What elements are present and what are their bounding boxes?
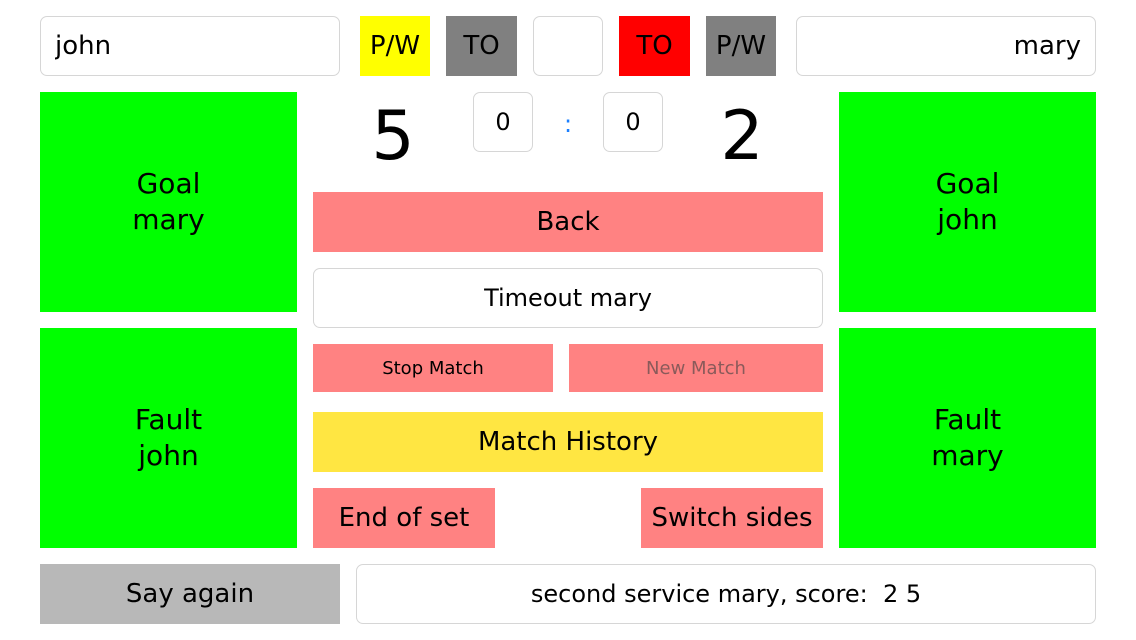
left-player-name-input[interactable] — [55, 31, 325, 61]
left-score: 5 — [353, 95, 433, 177]
right-timeout-label: TO — [636, 31, 673, 61]
timeout-button[interactable]: Timeout mary — [313, 268, 823, 328]
match-history-label: Match History — [477, 427, 659, 457]
fault-left-label: Fault john — [134, 403, 203, 472]
score-separator-text: : — [563, 110, 573, 138]
center-status-box[interactable] — [533, 16, 603, 76]
switch-sides-button[interactable]: Switch sides — [641, 488, 823, 548]
left-timeout-label: TO — [463, 31, 500, 61]
stop-match-button[interactable]: Stop Match — [313, 344, 553, 392]
switch-sides-label: Switch sides — [651, 503, 813, 533]
right-score: 2 — [702, 95, 782, 177]
stop-match-label: Stop Match — [382, 357, 484, 379]
fault-right-button[interactable]: Fault mary — [839, 328, 1096, 548]
back-label: Back — [536, 207, 600, 237]
left-pw-label: P/W — [369, 31, 421, 61]
fault-left-button[interactable]: Fault john — [40, 328, 297, 548]
announcement-field: second service mary, score: 2 5 — [356, 564, 1096, 624]
timeout-label: Timeout mary — [484, 284, 652, 312]
back-button[interactable]: Back — [313, 192, 823, 252]
right-score-value: 2 — [720, 96, 764, 176]
end-of-set-button[interactable]: End of set — [313, 488, 495, 548]
right-player-name-input[interactable] — [811, 31, 1081, 61]
new-match-label: New Match — [646, 357, 746, 379]
goal-left-button[interactable]: Goal mary — [40, 92, 297, 312]
goal-right-label: Goal john — [935, 167, 1000, 236]
left-score-value: 5 — [371, 96, 415, 176]
right-player-name-field[interactable] — [796, 16, 1096, 76]
announcement-text: second service mary, score: 2 5 — [530, 580, 922, 608]
right-pw-label: P/W — [715, 31, 767, 61]
fault-right-label: Fault mary — [931, 403, 1004, 472]
say-again-button[interactable]: Say again — [40, 564, 340, 624]
new-match-button[interactable]: New Match — [569, 344, 823, 392]
left-set-score-value: 0 — [495, 108, 511, 136]
left-pw-button[interactable]: P/W — [360, 16, 430, 76]
goal-left-label: Goal mary — [132, 167, 205, 236]
score-separator: : — [553, 100, 583, 148]
end-of-set-label: End of set — [338, 503, 470, 533]
right-set-score-value: 0 — [625, 108, 641, 136]
right-set-score[interactable]: 0 — [603, 92, 663, 152]
left-timeout-button[interactable]: TO — [446, 16, 517, 76]
right-timeout-button[interactable]: TO — [619, 16, 690, 76]
right-pw-button[interactable]: P/W — [706, 16, 776, 76]
say-again-label: Say again — [125, 579, 255, 609]
left-set-score[interactable]: 0 — [473, 92, 533, 152]
left-player-name-field[interactable] — [40, 16, 340, 76]
goal-right-button[interactable]: Goal john — [839, 92, 1096, 312]
match-history-button[interactable]: Match History — [313, 412, 823, 472]
